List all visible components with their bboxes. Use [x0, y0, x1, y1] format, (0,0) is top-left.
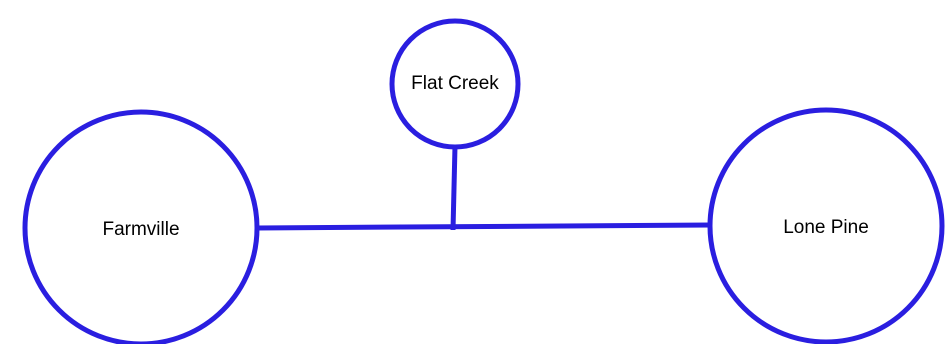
node-flat-creek-label: Flat Creek — [411, 73, 499, 94]
node-lone-pine-circle — [707, 107, 945, 344]
node-farmville: Farmville — [22, 109, 260, 344]
node-farmville-circle — [22, 109, 260, 344]
node-flat-creek-circle — [389, 18, 521, 150]
node-flat-creek: Flat Creek — [389, 18, 521, 150]
edge-flat-creek-junction — [450, 145, 458, 231]
node-farmville-label: Farmville — [102, 219, 179, 240]
node-lone-pine: Lone Pine — [707, 107, 945, 344]
edge-farmville-lone-pine — [256, 222, 712, 231]
node-lone-pine-label: Lone Pine — [783, 217, 869, 238]
